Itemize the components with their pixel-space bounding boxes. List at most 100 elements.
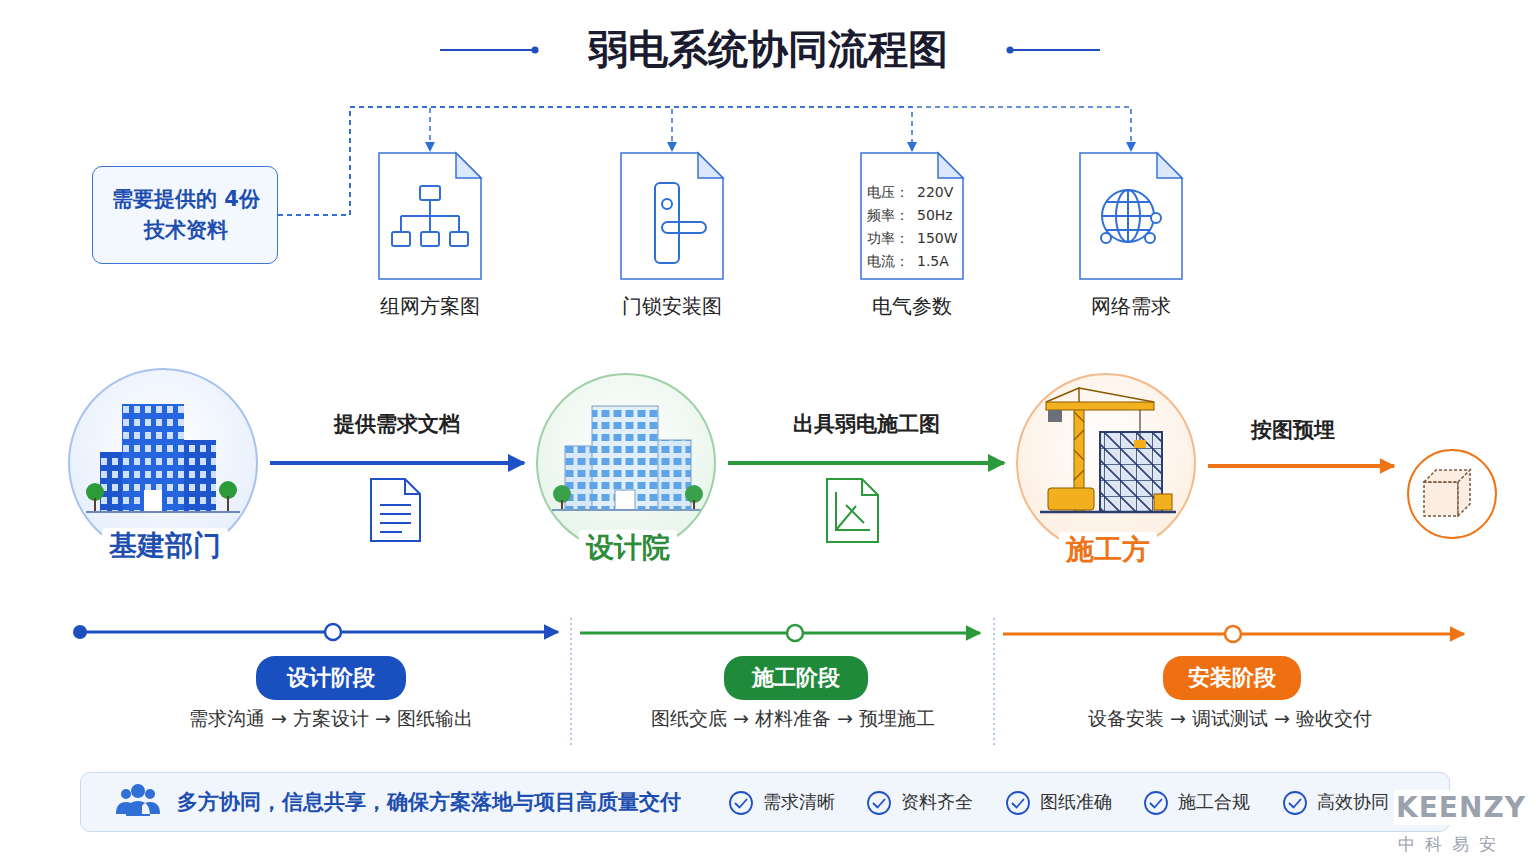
timeline (80, 631, 558, 634)
phase-pill: 设计阶段 (256, 656, 406, 700)
party-name: 施工方 (1059, 532, 1157, 567)
phase-steps: 图纸交底 → 材料准备 → 预埋施工 (623, 707, 963, 731)
party-circle: 设计院 (536, 373, 716, 553)
check-icons (1150, 799, 1162, 808)
org-chart-icon (420, 186, 440, 200)
construction-site-illustration (1048, 410, 1062, 422)
org-chart-icon (401, 200, 459, 232)
globe-icon (1151, 213, 1161, 223)
dashed-connector (278, 107, 912, 215)
dashed-connector (278, 107, 430, 215)
people-icon (116, 801, 160, 816)
timeline (325, 624, 341, 640)
timeline (570, 618, 571, 745)
document-fold (456, 153, 481, 178)
phase-steps: 需求沟通 → 方案设计 → 图纸输出 (161, 707, 501, 731)
construction-site-illustration (1134, 440, 1146, 448)
door-lock-icon (662, 199, 672, 209)
param-name: 功率： (867, 230, 915, 248)
construction-site-illustration (1048, 488, 1094, 510)
document-fold (698, 153, 723, 178)
flow-arrow (728, 461, 1004, 465)
param-name: 电压： (867, 184, 915, 202)
org-chart-icon (392, 186, 468, 246)
document-outline (620, 152, 724, 280)
office-tower-illustration (227, 496, 229, 512)
people-icon (116, 784, 160, 816)
org-chart-icon (421, 232, 439, 246)
people-icon (131, 784, 145, 798)
design-institute-illustration (655, 440, 691, 510)
circle-ground (537, 374, 715, 552)
document-icon (380, 505, 411, 532)
arrow-label: 按图预埋 (1213, 417, 1373, 443)
document-label: 门锁安装图 (582, 294, 762, 319)
document-outline (861, 153, 963, 279)
phase-pill: 施工阶段 (724, 656, 868, 700)
document-outline (378, 152, 482, 280)
phase-name: 安装阶段 (1167, 664, 1297, 692)
globe-icon (1102, 190, 1154, 242)
drawing-document-icon (836, 492, 870, 530)
office-tower-illustration (86, 404, 240, 512)
watermark: KEENZY (1394, 790, 1528, 825)
embed-box-icon (1408, 450, 1496, 538)
construction-site-illustration (1074, 412, 1084, 500)
globe-icon (1102, 190, 1154, 242)
phase-name: 设计阶段 (261, 664, 401, 692)
construction-site-illustration (1139, 410, 1140, 440)
check-icons (1145, 792, 1167, 814)
people-icon (121, 789, 131, 799)
office-tower-illustration (122, 404, 184, 512)
office-tower-illustration (180, 440, 216, 512)
document-card: 组网方案图 (378, 152, 482, 280)
design-institute-illustration (592, 406, 658, 510)
office-tower-illustration (94, 498, 96, 512)
party-circle: 施工方 (1016, 373, 1196, 553)
timeline (787, 625, 803, 641)
globe-icon (1101, 233, 1111, 243)
banner-ground (81, 773, 1449, 831)
arrow-to-embed (1208, 466, 1394, 467)
param-name: 电流： (867, 253, 915, 271)
phase-steps: 设备安装 → 调试测试 → 验收交付 (1060, 707, 1400, 731)
title-rule (440, 49, 532, 51)
design-institute-illustration (615, 490, 635, 510)
construction-site-illustration (1100, 432, 1162, 512)
param-value: 1.5A (917, 253, 961, 271)
check-item: 资料齐全 (901, 791, 1011, 814)
construction-site-illustration (1046, 388, 1154, 402)
door-lock-icon (662, 222, 706, 233)
document-outline (1079, 152, 1183, 280)
title-rule (1013, 49, 1100, 51)
timeline (993, 618, 994, 745)
info-box: 需要提供的 4份技术资料 (92, 166, 278, 264)
org-chart-icon (450, 232, 468, 246)
title-rule (532, 47, 539, 54)
timeline (1225, 626, 1241, 642)
timeline (580, 632, 980, 635)
flow-arrow (270, 461, 524, 465)
edge-label: 提供需求文档 (297, 411, 497, 437)
design-institute-illustration (552, 509, 702, 511)
circle-ground (1017, 374, 1195, 552)
timeline (73, 618, 1464, 745)
check-icons (1012, 799, 1024, 808)
phase-name: 施工阶段 (729, 664, 863, 692)
watermark: 中科易安 (1398, 834, 1528, 855)
drawing-document-icon (827, 479, 878, 542)
document-outline (1080, 153, 1182, 279)
office-tower-illustration (144, 490, 162, 512)
check-item: 需求清晰 (763, 791, 873, 814)
drawing-document-icon (827, 479, 878, 542)
office-tower-illustration (86, 511, 240, 513)
people-icon (145, 789, 155, 799)
globe-icon (1101, 190, 1161, 243)
design-institute-illustration (561, 500, 563, 510)
construction-site-illustration (1040, 511, 1176, 514)
diagram-title: 弱电系统协同流程图 (468, 24, 1068, 74)
banner-slogan: 多方协同，信息共享，确保方案落地与项目高质量交付 (177, 789, 737, 815)
phase-pill: 安装阶段 (1163, 656, 1301, 700)
document-card: 门锁安装图 (620, 152, 724, 280)
